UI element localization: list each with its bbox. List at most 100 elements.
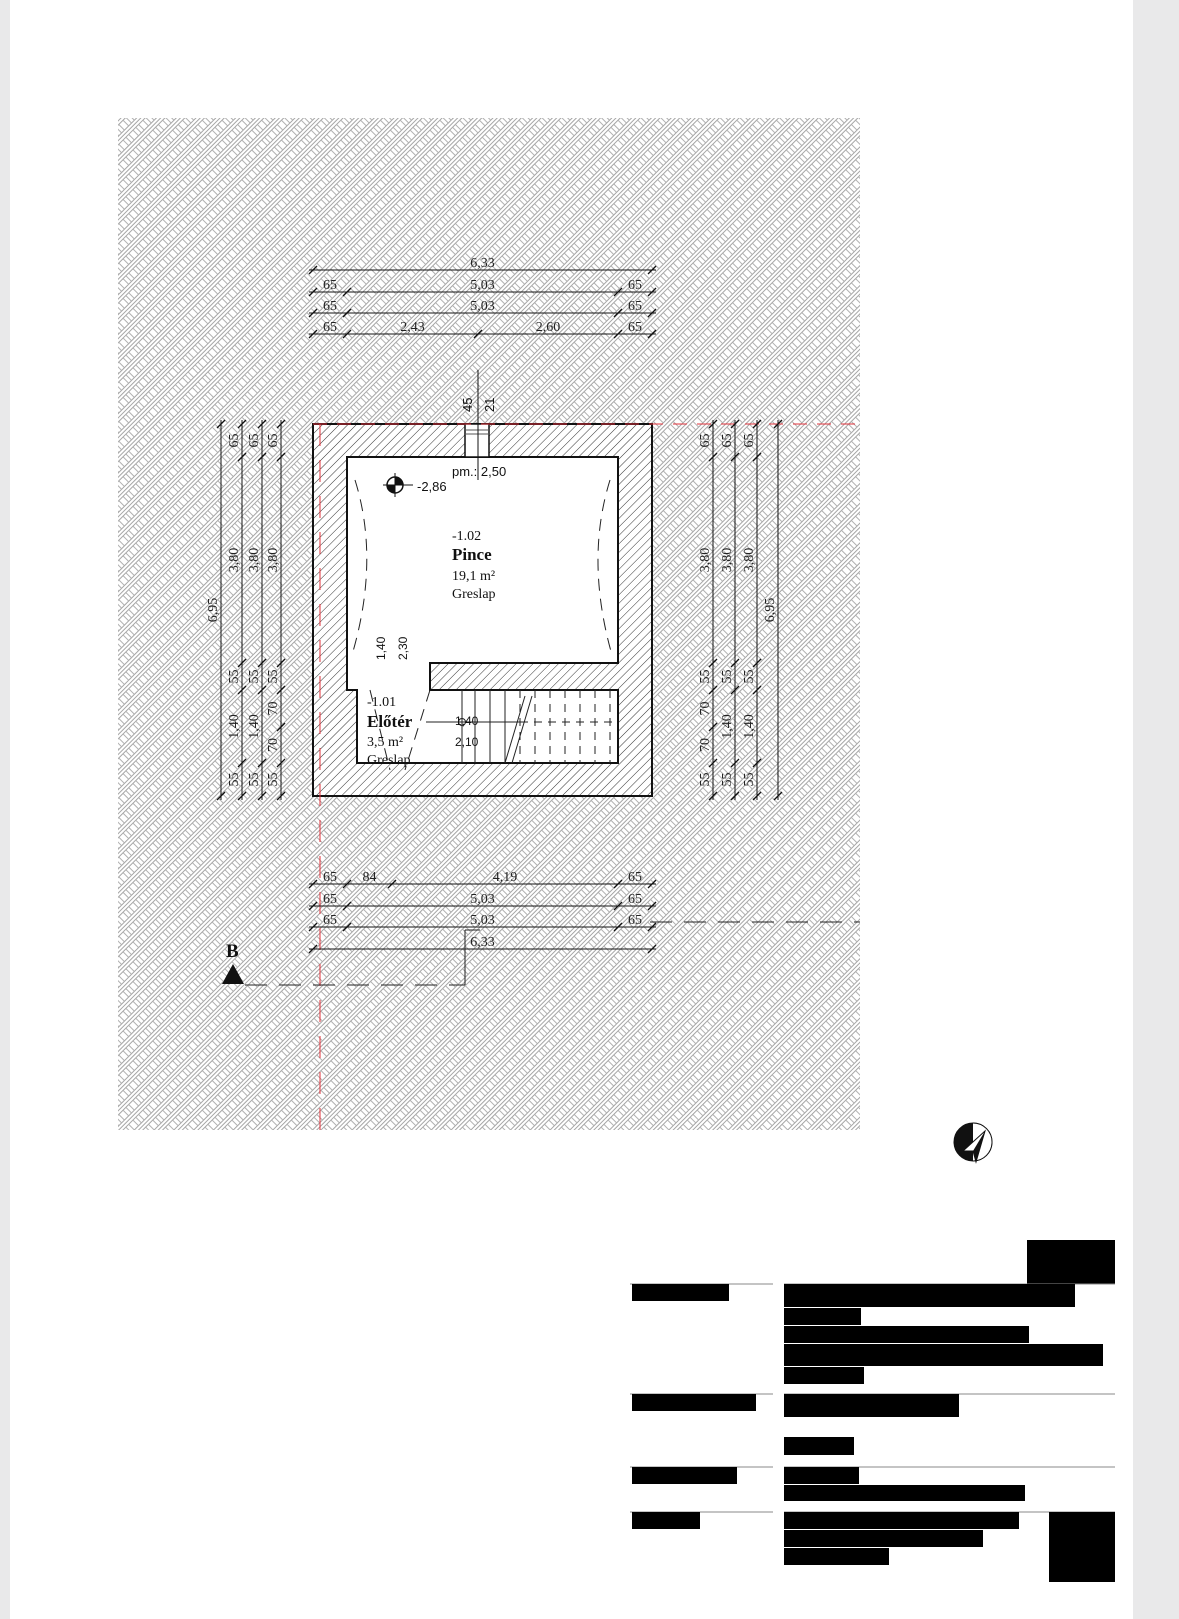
dimension-label-top-2-1: 5,03 [470, 299, 495, 314]
dimension-label-right-2-0: 65 [742, 434, 757, 448]
window-dim-1: 45 [460, 398, 475, 412]
dimension-label-left-1-1: 3,80 [227, 548, 242, 573]
dimension-tick [730, 658, 740, 668]
dimension-label-bottom-1-0: 65 [323, 892, 337, 907]
dimension-tick [730, 791, 740, 801]
dimension-label-bottom-0-0: 65 [323, 870, 337, 885]
dimension-tick [613, 901, 623, 911]
dimension-label-left-2-1: 3,80 [247, 548, 262, 573]
dimension-label-top-0-0: 6,33 [470, 256, 495, 271]
property-boundary [313, 423, 860, 1130]
door-stair-height: 2,10 [455, 735, 479, 749]
section-line-b [222, 921, 860, 986]
dimension-label-right-2-2: 55 [742, 670, 757, 684]
dimension-tick [308, 901, 318, 911]
dimension-tick [613, 287, 623, 297]
dimension-label-top-1-0: 65 [323, 278, 337, 293]
dimension-label-left-3-1: 3,80 [266, 548, 281, 573]
dimension-label-right-3-0: 6,95 [763, 598, 778, 623]
dimension-label-left-1-4: 55 [227, 773, 242, 787]
dimension-tick [730, 758, 740, 768]
dimension-label-right-2-3: 1,40 [742, 714, 757, 739]
dimension-label-top-3-3: 65 [628, 320, 642, 335]
north-arrow-icon [953, 1122, 993, 1164]
dimension-tick [708, 452, 718, 462]
dimension-tick [276, 419, 286, 429]
dimension-tick [216, 419, 226, 429]
dimension-tick [308, 287, 318, 297]
section-marker-label: B [226, 941, 239, 962]
dimension-tick [237, 758, 247, 768]
dimension-label-bottom-2-0: 65 [323, 913, 337, 928]
door-pince-width: 1,40 [374, 636, 388, 660]
dimension-tick [276, 758, 286, 768]
dimension-tick [730, 419, 740, 429]
dimension-label-left-3-0: 65 [266, 434, 281, 448]
dimension-tick [237, 452, 247, 462]
dimension-tick [308, 944, 318, 954]
window [464, 423, 490, 458]
section-arrow-icon [222, 964, 244, 984]
dimension-label-right-0-3: 70 [698, 702, 713, 716]
dimension-tick [773, 419, 783, 429]
dimension-tick [613, 308, 623, 318]
dimension-label-left-3-3: 70 [266, 702, 281, 716]
dimension-label-left-1-0: 65 [227, 434, 242, 448]
dimension-label-bottom-0-3: 65 [628, 870, 642, 885]
pince-level: -1.02 [452, 529, 481, 544]
dimension-label-right-1-3: 1,40 [720, 714, 735, 739]
dimension-label-right-0-4: 70 [698, 738, 713, 752]
dimension-tick [613, 922, 623, 932]
page-margin-right [1133, 0, 1179, 1619]
dimension-tick [276, 791, 286, 801]
eloter-name: Előtér [367, 712, 413, 731]
parapet-height: pm.: 2,50 [452, 464, 506, 479]
dimension-label-right-2-4: 55 [742, 773, 757, 787]
dimension-label-right-0-2: 55 [698, 670, 713, 684]
dimension-tick [708, 658, 718, 668]
door-pince-height: 2,30 [396, 636, 410, 660]
dimension-tick [257, 452, 267, 462]
door-swing-arcs [351, 479, 613, 771]
dimension-label-top-3-0: 65 [323, 320, 337, 335]
spot-level-text: -2,86 [417, 479, 447, 494]
dimension-tick [308, 308, 318, 318]
dimension-label-right-1-4: 55 [720, 773, 735, 787]
dimension-tick [730, 452, 740, 462]
dimension-label-top-2-2: 65 [628, 299, 642, 314]
dimension-tick [257, 791, 267, 801]
dimension-tick [647, 922, 657, 932]
dimension-label-top-2-0: 65 [323, 299, 337, 314]
dimension-tick [473, 329, 483, 339]
dimension-tick [308, 265, 318, 275]
eloter-level: -1.01 [367, 695, 396, 710]
dimension-label-bottom-2-2: 65 [628, 913, 642, 928]
dimension-tick [647, 901, 657, 911]
dimension-tick [708, 722, 718, 732]
dimension-tick [647, 944, 657, 954]
dimension-tick [276, 658, 286, 668]
dimension-tick [613, 879, 623, 889]
dimension-tick [752, 685, 762, 695]
dimension-tick [237, 419, 247, 429]
eloter-area: 3,5 m² [367, 735, 403, 750]
door-stair-width: 1,40 [455, 714, 479, 728]
dimension-tick [342, 879, 352, 889]
dimension-tick [647, 287, 657, 297]
dimension-tick [342, 308, 352, 318]
dimension-tick [708, 419, 718, 429]
dimension-tick [730, 685, 740, 695]
staircase [426, 690, 616, 764]
dimension-label-right-1-0: 65 [720, 434, 735, 448]
pince-floor: Greslap [452, 587, 496, 602]
dimension-tick [342, 329, 352, 339]
spot-level-marker [383, 473, 413, 497]
dimension-tick [257, 758, 267, 768]
dimension-tick [257, 685, 267, 695]
title-block-redacted [630, 1240, 1115, 1582]
dimension-tick [308, 329, 318, 339]
dimension-label-bottom-1-2: 65 [628, 892, 642, 907]
dimension-tick [237, 791, 247, 801]
